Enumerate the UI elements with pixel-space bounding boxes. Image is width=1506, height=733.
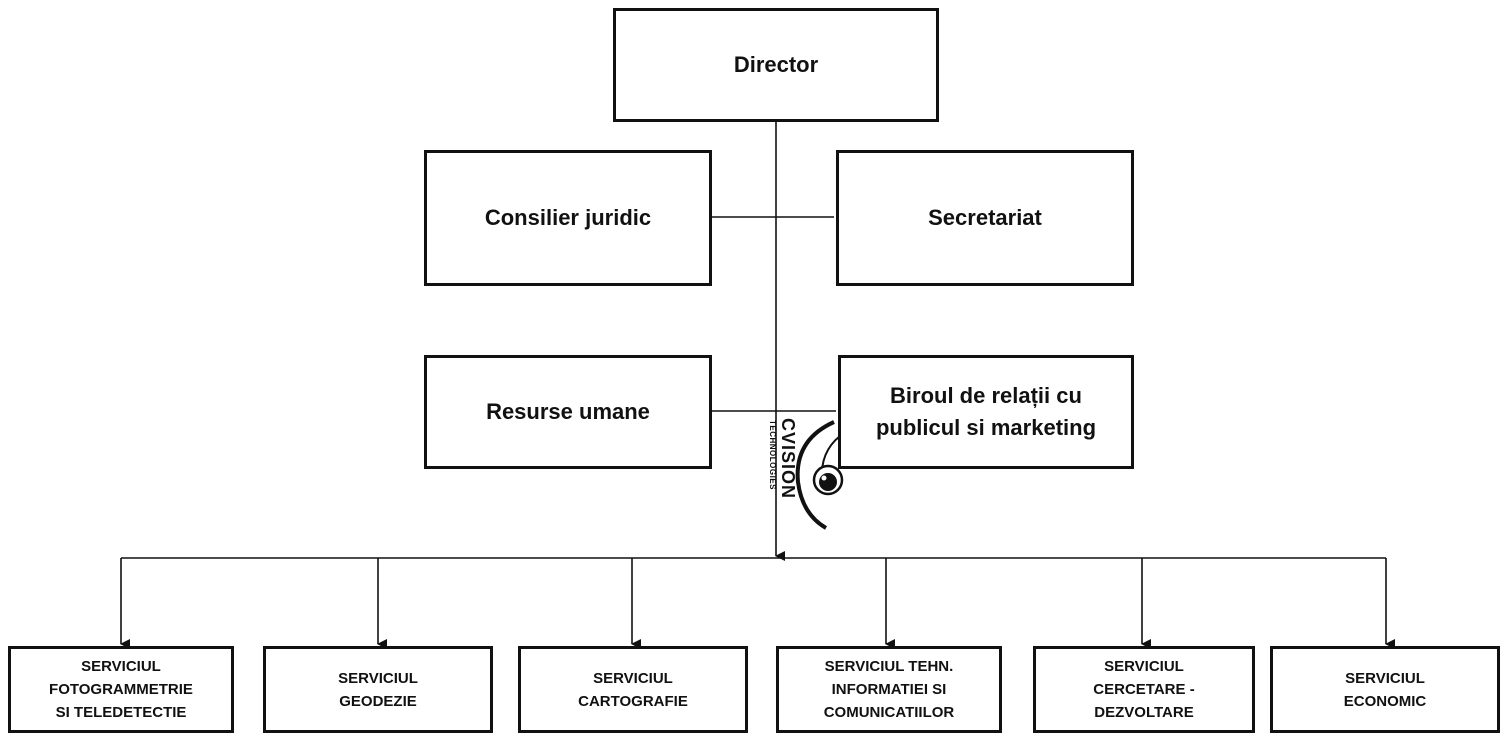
- service-label-line1: SERVICIUL: [593, 669, 673, 687]
- service-label-line2: CERCETARE -: [1093, 681, 1195, 698]
- director-box: Director: [613, 8, 939, 122]
- legal-advisor-box: Consilier juridic: [424, 150, 712, 286]
- secretariat-label: Secretariat: [928, 205, 1042, 230]
- service-box-photogrammetry: SERVICIUL FOTOGRAMMETRIE SI TELEDETECTIE: [8, 646, 234, 733]
- cvision-watermark-logo: CVISION TECHNOLOGIES: [768, 418, 844, 530]
- service-label-line1: SERVICIUL: [1345, 669, 1425, 687]
- service-label-line2: FOTOGRAMMETRIE: [49, 681, 193, 698]
- human-resources-label: Resurse umane: [486, 399, 650, 424]
- watermark-brand: CVISION: [778, 418, 798, 499]
- service-label-line1: SERVICIUL: [338, 669, 418, 687]
- service-box-economic: SERVICIUL ECONOMIC: [1270, 646, 1500, 733]
- service-label-line3: DEZVOLTARE: [1094, 704, 1194, 721]
- service-label-line2: ECONOMIC: [1343, 692, 1427, 710]
- eye-arc-icon: [795, 420, 835, 530]
- watermark-sub: TECHNOLOGIES: [768, 420, 777, 490]
- service-label-line2: CARTOGRAFIE: [578, 692, 688, 710]
- director-label: Director: [733, 52, 819, 77]
- legal-advisor-label: Consilier juridic: [484, 205, 652, 230]
- public-relations-label-line2: publicul si marketing: [875, 415, 1097, 440]
- secretariat-box: Secretariat: [836, 150, 1134, 286]
- public-relations-label-line1: Biroul de relații cu: [890, 383, 1082, 408]
- service-box-geodesy: SERVICIUL GEODEZIE: [263, 646, 493, 733]
- service-label-line1: SERVICIUL TEHN.: [824, 658, 954, 675]
- service-label-line3: COMUNICATIILOR: [823, 704, 955, 721]
- service-label-line2: INFORMATIEI SI: [831, 681, 947, 698]
- human-resources-box: Resurse umane: [424, 355, 712, 469]
- service-box-research-development: SERVICIUL CERCETARE - DEZVOLTARE: [1033, 646, 1255, 733]
- service-label-line1: SERVICIUL: [1104, 658, 1184, 675]
- public-relations-box: Biroul de relații cu publicul si marketi…: [838, 355, 1134, 469]
- service-label-line1: SERVICIUL: [81, 658, 161, 675]
- service-box-cartography: SERVICIUL CARTOGRAFIE: [518, 646, 748, 733]
- service-box-it-communications: SERVICIUL TEHN. INFORMATIEI SI COMUNICAT…: [776, 646, 1002, 733]
- service-label-line2: GEODEZIE: [339, 692, 417, 710]
- service-label-line3: SI TELEDETECTIE: [55, 704, 187, 721]
